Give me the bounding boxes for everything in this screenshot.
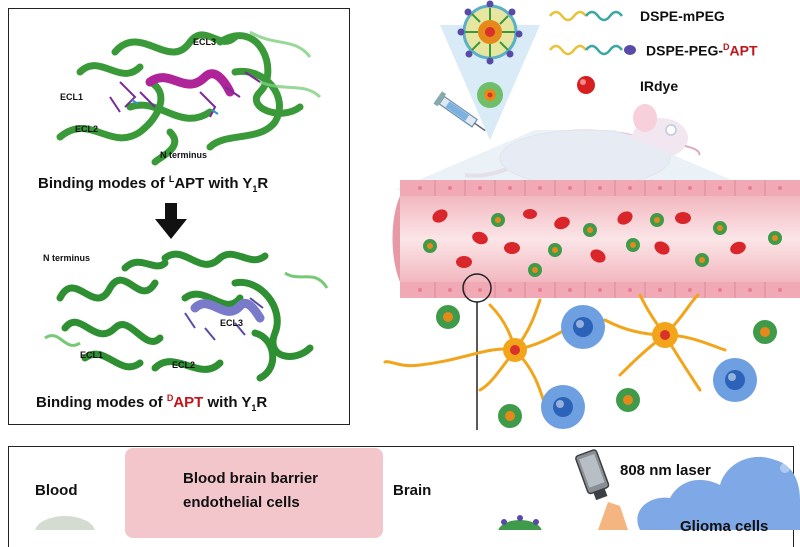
nanoparticle-large-icon bbox=[457, 0, 523, 65]
legend-label-apt: DSPE-PEG-DAPT bbox=[646, 42, 758, 59]
down-arrow-icon bbox=[155, 203, 187, 239]
blood-label: Blood bbox=[35, 482, 78, 499]
zoom-cone bbox=[395, 130, 755, 190]
red-dot-icon bbox=[577, 76, 595, 94]
legend-label-mpeg: DSPE-mPEG bbox=[640, 8, 725, 24]
label-ecl1-top: ECL1 bbox=[60, 92, 84, 102]
protein-structure-top bbox=[56, 30, 322, 166]
caption-top: Binding modes of LAPT with Y1R bbox=[38, 174, 268, 194]
caption-top-prefix: Binding modes of bbox=[38, 175, 169, 192]
caption-top-mid: APT with Y bbox=[174, 175, 253, 192]
astrocyte-left bbox=[383, 298, 567, 407]
tumor-cell-3 bbox=[713, 358, 757, 402]
label-ecl2-top: ECL2 bbox=[75, 124, 99, 134]
syringe-icon bbox=[433, 91, 486, 132]
bbb-label-line2: endothelial cells bbox=[183, 494, 300, 511]
glioma-label: Glioma cells bbox=[680, 518, 769, 535]
caption-top-sub: 1 bbox=[252, 184, 258, 194]
laser-device-icon bbox=[575, 449, 628, 530]
label-ecl3-bottom: ECL3 bbox=[220, 318, 244, 328]
bbb-band bbox=[125, 448, 383, 538]
label-nterm-top: N terminus bbox=[160, 150, 208, 160]
blood-nanoparticle-partial bbox=[35, 516, 95, 530]
brain-nanoparticle-partial bbox=[498, 515, 542, 530]
label-ecl3-top: ECL3 bbox=[193, 37, 217, 47]
legend-line-mpeg-icon bbox=[549, 10, 623, 22]
caption-bottom: Binding modes of DAPT with Y1R bbox=[36, 393, 267, 413]
caption-top-sup: L bbox=[168, 174, 175, 184]
tumor-cell-1 bbox=[561, 305, 605, 349]
bbb-label-line1: Blood brain barrier bbox=[183, 470, 319, 487]
glioma-blob bbox=[637, 456, 800, 530]
label-ecl1-bottom: ECL1 bbox=[80, 350, 104, 360]
protein-structure-bottom bbox=[44, 250, 329, 382]
caption-bottom-suffix: R bbox=[256, 394, 268, 411]
caption-bottom-mid: with Y bbox=[203, 394, 252, 411]
blood-vessel bbox=[392, 180, 800, 303]
caption-bottom-apt: APT bbox=[173, 394, 204, 411]
legend-label-apt-sup: D bbox=[723, 42, 730, 52]
label-nterm-bottom: N terminus bbox=[43, 253, 91, 263]
caption-bottom-prefix: Binding modes of bbox=[36, 394, 167, 411]
caption-top-suffix: R bbox=[257, 175, 269, 192]
laser-label: 808 nm laser bbox=[620, 462, 711, 479]
brain-label: Brain bbox=[393, 482, 432, 499]
tumor-cell-2 bbox=[541, 385, 585, 429]
nanoparticle-injection-cone bbox=[440, 0, 540, 140]
caption-bottom-sub: 1 bbox=[251, 403, 257, 413]
brain-nanoparticles bbox=[436, 305, 777, 428]
caption-bottom-sup: D bbox=[166, 393, 174, 403]
legend-label-irdye: IRdye bbox=[640, 78, 679, 94]
legend-line-apt-icon bbox=[549, 44, 636, 56]
label-ecl2-bottom: ECL2 bbox=[172, 360, 196, 370]
legend-label-apt-name: APT bbox=[729, 42, 758, 59]
brain-tissue bbox=[383, 293, 777, 430]
legend-label-apt-prefix: DSPE-PEG- bbox=[646, 42, 724, 59]
nanoparticle-small-icon bbox=[477, 82, 503, 108]
